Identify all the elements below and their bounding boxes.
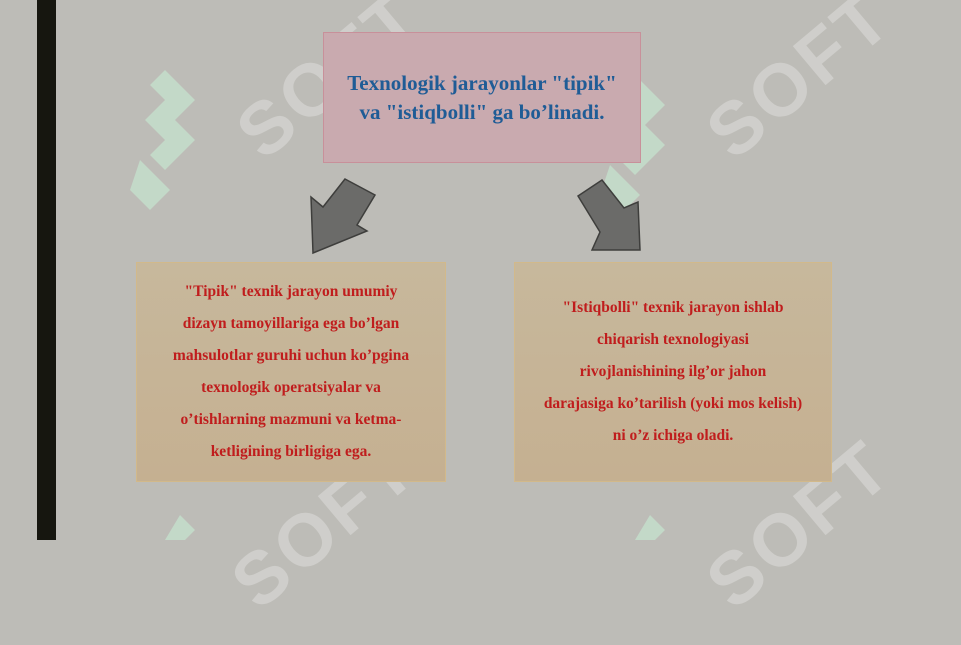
tipik-description-box: "Tipik" texnik jarayon umumiy dizayn tam… <box>136 262 446 482</box>
istiqbolli-description-box: "Istiqbolli" texnik jarayon ishlab chiqa… <box>514 262 832 482</box>
tipik-description-text: "Tipik" texnik jarayon umumiy dizayn tam… <box>172 283 410 460</box>
watermark-text: SOFT <box>690 423 908 625</box>
watermark-logo <box>630 515 670 545</box>
watermark-logo <box>125 60 215 235</box>
arrow-down-right-icon <box>574 176 646 259</box>
slide-title: Texnologik jarayonlar "tipik" va "istiqb… <box>347 70 617 124</box>
title-box: Texnologik jarayonlar "tipik" va "istiqb… <box>323 32 641 163</box>
watermark-logo <box>160 515 200 545</box>
arrow-down-left-icon <box>305 175 380 262</box>
watermark-text: SOFT <box>215 423 433 625</box>
left-accent-bar <box>37 0 56 540</box>
istiqbolli-description-text: "Istiqbolli" texnik jarayon ishlab chiqa… <box>543 299 803 444</box>
watermark-text: SOFT <box>690 0 908 175</box>
